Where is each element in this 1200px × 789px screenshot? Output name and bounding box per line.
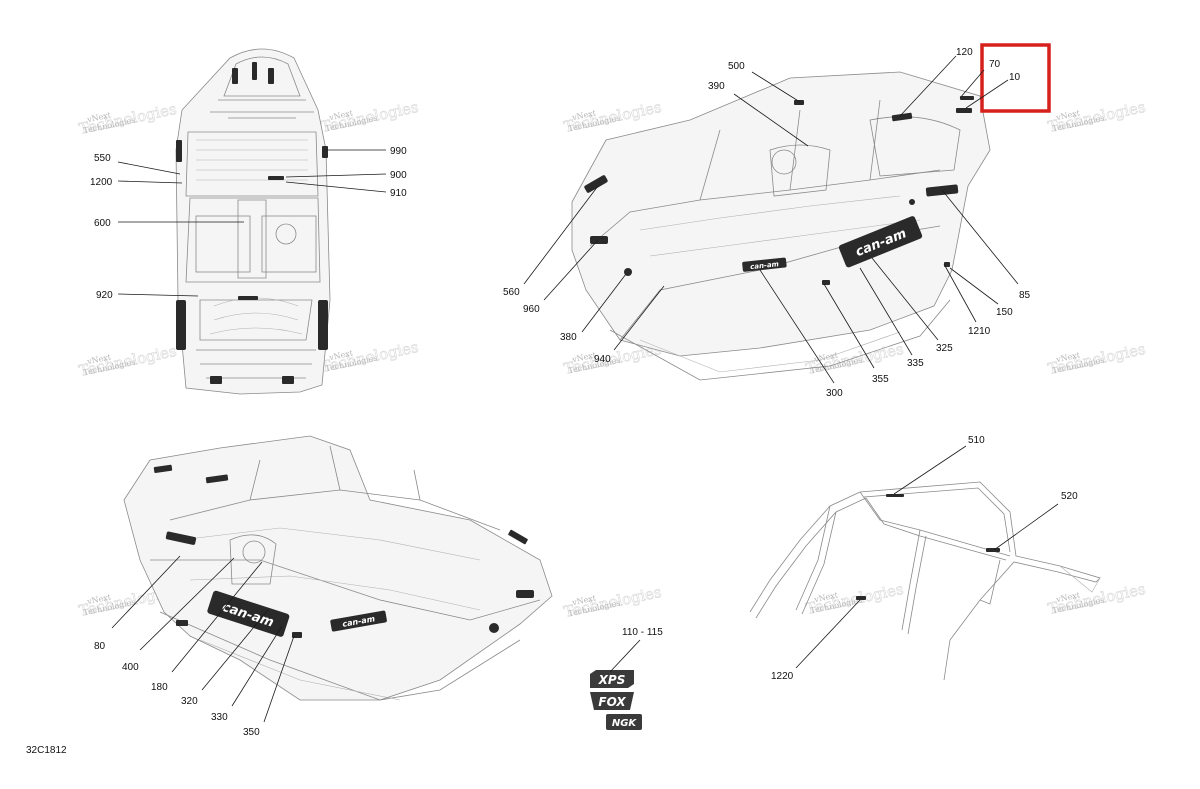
- callout-560: 560: [503, 287, 520, 298]
- callout-1210: 1210: [968, 326, 991, 337]
- watermark: Technologies vNext Technologies: [1046, 580, 1147, 619]
- callout-80: 80: [94, 641, 106, 652]
- svg-text:XPS: XPS: [598, 673, 626, 687]
- callout-150: 150: [996, 307, 1013, 318]
- leaders-roll-cage: [795, 445, 1059, 669]
- callout-1220: 1220: [771, 671, 794, 682]
- callout-380: 380: [560, 332, 577, 343]
- watermark: Technologies vNext Technologies: [319, 338, 420, 377]
- callout-labels: 550 1200 600 920 990 900 910 120 70 10 5…: [90, 47, 1078, 738]
- leaders-left-iso: [111, 555, 295, 723]
- fox-decal: FOX: [590, 692, 634, 710]
- svg-text:NGK: NGK: [612, 718, 638, 729]
- leaders-top-view: [117, 149, 387, 297]
- callout-960: 960: [523, 304, 540, 315]
- canam-lower-logo-left: can-am: [330, 610, 387, 632]
- callout-600: 600: [94, 218, 111, 229]
- callout-350: 350: [243, 727, 260, 738]
- watermark: Technologies vNext Technologies: [804, 580, 905, 619]
- xps-decal: XPS: [590, 670, 634, 688]
- leaders-right-iso: [523, 55, 1019, 384]
- callout-920: 920: [96, 290, 113, 301]
- callout-940: 940: [594, 354, 611, 365]
- highlight-box: [980, 43, 1051, 113]
- callout-550: 550: [94, 153, 111, 164]
- callout-320: 320: [181, 696, 198, 707]
- ngk-decal: NGK: [606, 714, 642, 730]
- watermark: Technologies vNext Technologies: [319, 98, 420, 137]
- callout-330: 330: [211, 712, 228, 723]
- callout-1200: 1200: [90, 177, 113, 188]
- callout-180: 180: [151, 682, 168, 693]
- callout-500: 500: [728, 61, 745, 72]
- watermark: Technologies vNext Technologies: [1046, 98, 1147, 137]
- svg-text:can-am: can-am: [750, 260, 779, 271]
- left-iso-vehicle: can-am can-am: [123, 435, 553, 701]
- callout-990: 990: [390, 146, 407, 157]
- roll-cage: [749, 481, 1101, 681]
- watermark: Technologies vNext Technologies: [77, 100, 178, 139]
- callout-120: 120: [956, 47, 973, 58]
- watermark: Technologies vNext Technologies: [77, 342, 178, 381]
- canam-lower-logo-right: can-am: [742, 257, 787, 272]
- callout-10: 10: [1009, 72, 1021, 83]
- callout-400: 400: [122, 662, 139, 673]
- watermark: Technologies vNext Technologies: [1046, 340, 1147, 379]
- callout-335: 335: [907, 358, 924, 369]
- callout-910: 910: [390, 188, 407, 199]
- callout-70: 70: [989, 59, 1001, 70]
- top-view-vehicle: [175, 48, 331, 395]
- svg-text:FOX: FOX: [598, 695, 626, 709]
- callout-110-115: 110 - 115: [622, 627, 663, 638]
- right-iso-vehicle: can-am can-am: [571, 71, 991, 381]
- callout-510: 510: [968, 435, 985, 446]
- callout-85: 85: [1019, 290, 1031, 301]
- decal-sheet: XPS FOX NGK: [590, 639, 642, 730]
- callout-900: 900: [390, 170, 407, 181]
- callout-520: 520: [1061, 491, 1078, 502]
- callout-390: 390: [708, 81, 725, 92]
- callout-325: 325: [936, 343, 953, 354]
- callout-355: 355: [872, 374, 889, 385]
- figure-code: 32C1812: [26, 745, 67, 756]
- watermark: Technologies vNext Technologies: [562, 583, 663, 622]
- callout-300: 300: [826, 388, 843, 399]
